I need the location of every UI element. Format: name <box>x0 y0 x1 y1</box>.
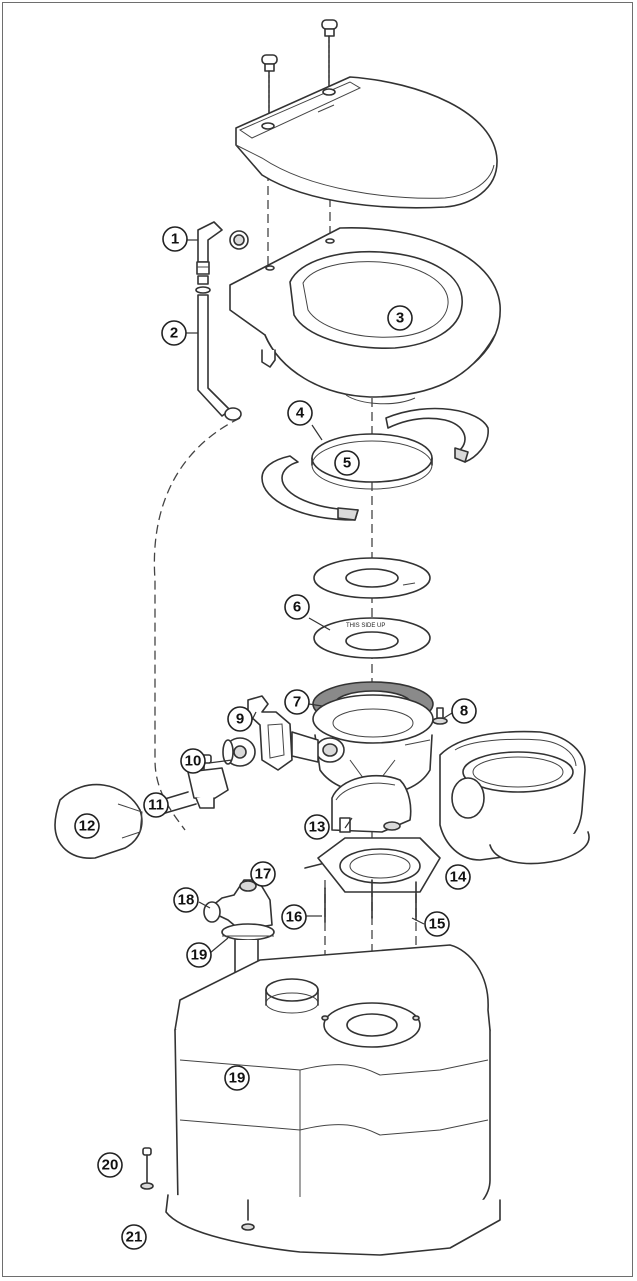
valve-housing <box>222 695 319 771</box>
svg-text:12: 12 <box>79 818 96 835</box>
callout-16: 16 <box>281 904 307 930</box>
callout-14: 14 <box>445 864 471 890</box>
callout-5: 5 <box>334 450 360 476</box>
svg-text:15: 15 <box>429 916 446 933</box>
callout-21: 21 <box>121 1224 147 1250</box>
svg-text:18: 18 <box>178 892 195 909</box>
callout-19-tank: 19 <box>224 1065 250 1091</box>
tank-screw <box>140 1147 154 1190</box>
svg-text:7: 7 <box>293 694 301 711</box>
svg-text:10: 10 <box>185 753 202 770</box>
callout-19-fitting: 19 <box>186 942 212 968</box>
svg-text:6: 6 <box>293 599 301 616</box>
svg-text:16: 16 <box>286 909 303 926</box>
svg-text:14: 14 <box>450 869 467 886</box>
svg-text:20: 20 <box>102 1157 119 1174</box>
callout-10: 10 <box>180 748 206 774</box>
callout-4: 4 <box>287 400 313 426</box>
callout-8: 8 <box>451 698 477 724</box>
outlet-housing <box>439 730 590 865</box>
svg-text:11: 11 <box>148 797 164 814</box>
inlet-elbow-and-hose <box>195 221 249 421</box>
leader-lines <box>186 239 453 954</box>
callout-12: 12 <box>74 813 100 839</box>
toilet-bowl <box>229 227 501 405</box>
base-flange <box>317 837 441 923</box>
svg-text:13: 13 <box>309 819 326 836</box>
svg-text:5: 5 <box>343 455 351 472</box>
gasket-stamp-text: THIS SIDE UP <box>346 623 385 629</box>
callout-20: 20 <box>97 1152 123 1178</box>
callout-6: 6 <box>284 594 310 620</box>
gaskets: THIS SIDE UP <box>313 557 431 659</box>
callout-2: 2 <box>161 320 187 346</box>
clamp-ring <box>261 407 489 521</box>
seat-bolts <box>261 19 338 124</box>
svg-text:9: 9 <box>236 711 244 728</box>
svg-text:21: 21 <box>126 1229 143 1246</box>
pump-housing <box>312 681 434 796</box>
seat-lid <box>235 76 498 209</box>
svg-text:4: 4 <box>296 405 305 422</box>
callout-9: 9 <box>227 706 253 732</box>
svg-text:19: 19 <box>191 947 208 964</box>
callout-13: 13 <box>304 814 330 840</box>
callout-7: 7 <box>284 689 310 715</box>
svg-text:17: 17 <box>255 866 272 883</box>
holding-tank <box>165 944 501 1256</box>
small-screw <box>432 707 448 725</box>
callout-1: 1 <box>162 226 188 252</box>
callout-15: 15 <box>424 911 450 937</box>
callout-3: 3 <box>387 305 413 331</box>
svg-text:2: 2 <box>170 325 178 342</box>
svg-text:3: 3 <box>396 310 404 327</box>
svg-text:1: 1 <box>171 231 179 248</box>
callout-18: 18 <box>173 887 199 913</box>
svg-text:19: 19 <box>229 1070 246 1087</box>
callout-11: 11 <box>143 792 169 818</box>
callout-17: 17 <box>250 861 276 887</box>
svg-text:8: 8 <box>460 703 468 720</box>
